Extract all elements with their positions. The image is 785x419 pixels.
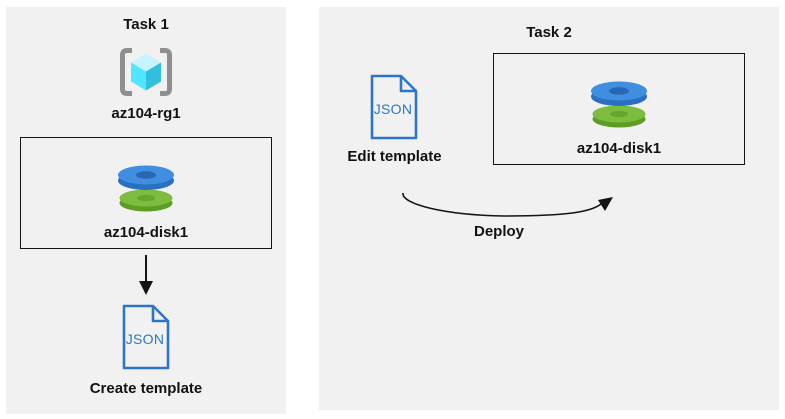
json-icon-label: JSON bbox=[126, 331, 165, 347]
json-file-icon: JSON bbox=[370, 74, 418, 140]
task1-title: Task 1 bbox=[123, 16, 169, 33]
json-icon-label: JSON bbox=[374, 101, 413, 117]
managed-disk-icon bbox=[591, 81, 647, 128]
resource-group-icon bbox=[120, 48, 172, 96]
task2-title: Task 2 bbox=[526, 24, 572, 41]
create-template-label: Create template bbox=[89, 380, 203, 397]
disk-label: az104-disk1 bbox=[103, 224, 189, 241]
task2-disk-box: az104-disk1 bbox=[493, 53, 745, 165]
managed-disk-icon bbox=[118, 165, 174, 212]
deploy-label: Deploy bbox=[473, 223, 524, 240]
deploy-arrow-icon bbox=[402, 192, 613, 217]
disk-label: az104-disk1 bbox=[576, 140, 662, 157]
edit-template-label: Edit template bbox=[347, 148, 442, 165]
task1-panel: Task 1 az104-rg1 az104-disk1 JSON Create… bbox=[6, 7, 286, 414]
down-arrow-icon bbox=[139, 255, 153, 295]
task2-panel: Task 2 JSON Edit template az104-disk1 De… bbox=[319, 7, 779, 410]
json-file-icon: JSON bbox=[122, 304, 170, 370]
task1-disk-box: az104-disk1 bbox=[20, 137, 272, 249]
resource-group-label: az104-rg1 bbox=[111, 105, 181, 122]
